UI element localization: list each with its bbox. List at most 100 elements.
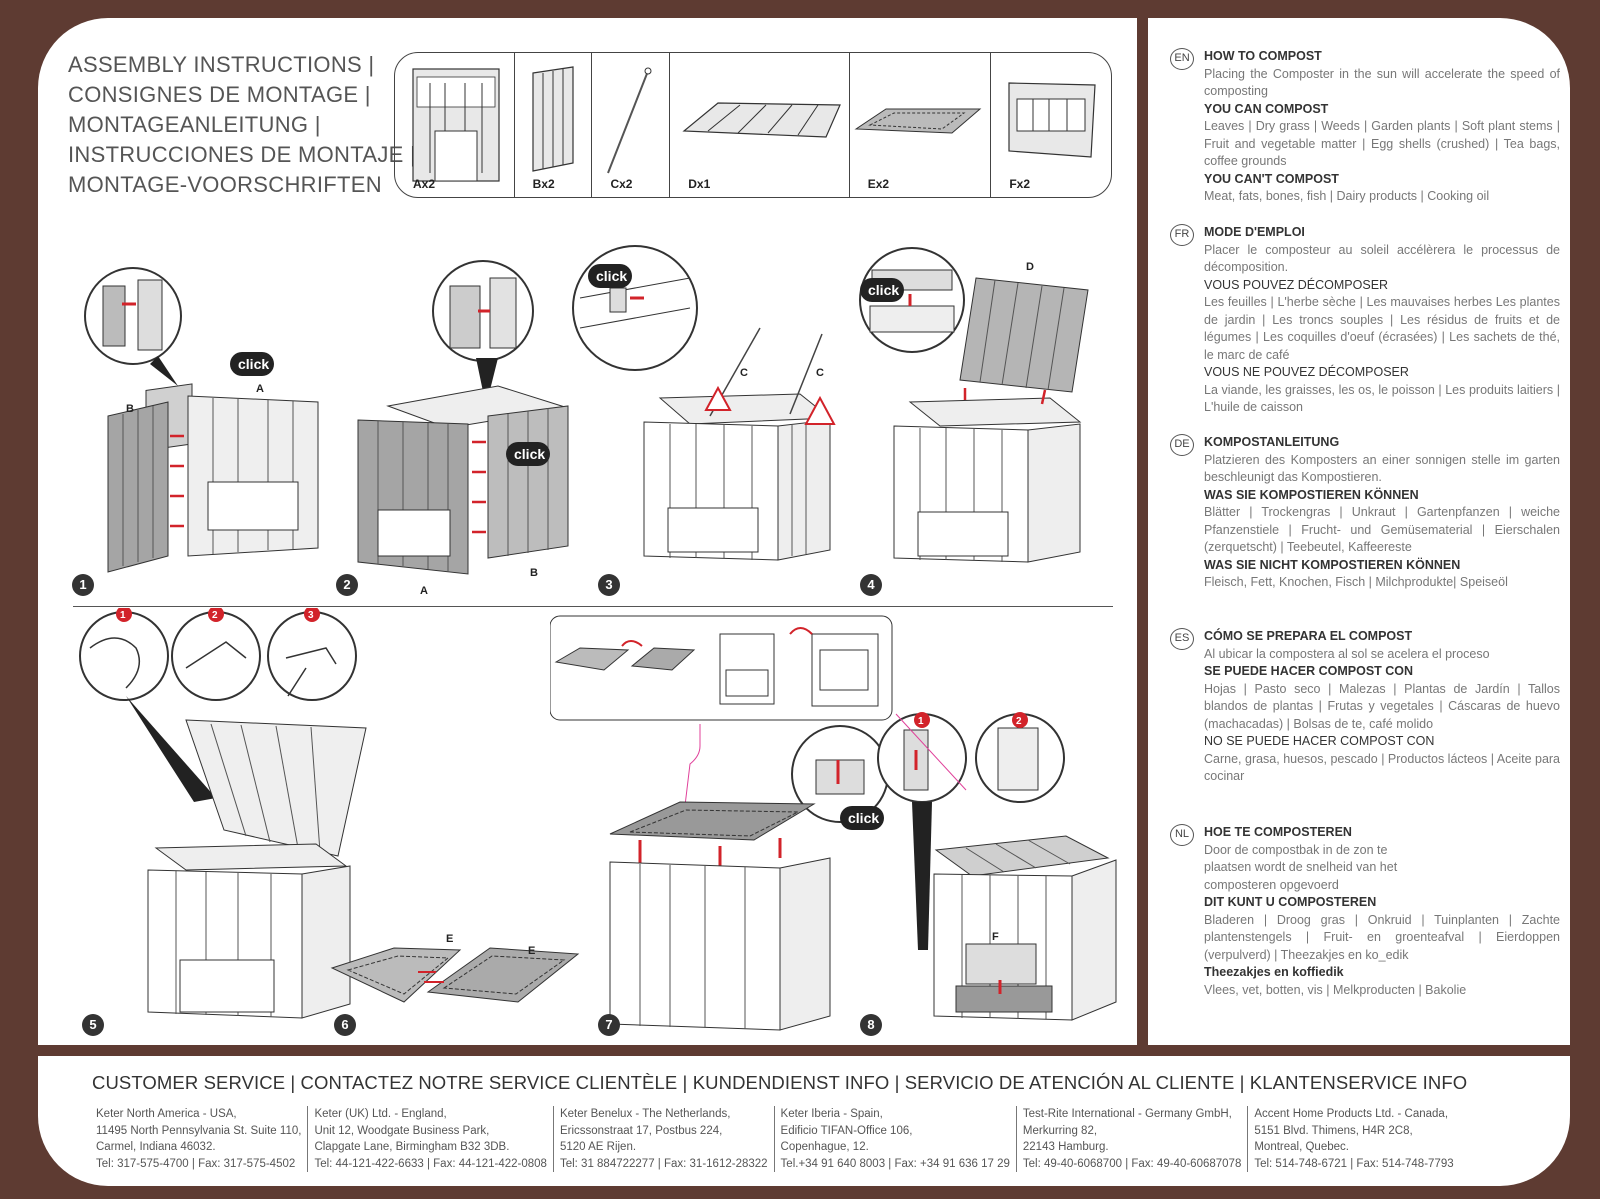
part-d: Dx1 <box>670 53 850 197</box>
rod-icon <box>607 67 652 174</box>
label-b: B <box>530 567 538 579</box>
footer-heading: CUSTOMER SERVICE | CONTACTEZ NOTRE SERVI… <box>92 1072 1468 1093</box>
section-heading: KOMPOSTANLEITUNG <box>1204 435 1340 449</box>
title-line: MONTAGEANLEITUNG | <box>68 112 321 137</box>
step-8-illustration: 1 2 F <box>877 712 1117 1021</box>
cant-list: Vlees, vet, botten, vis | Melkproducten … <box>1204 982 1467 997</box>
section-intro: Platzieren des Komposters an einer sonni… <box>1204 452 1560 485</box>
part-e: Ex2 <box>850 53 992 197</box>
label-f: F <box>992 931 999 943</box>
substep-number: 1 <box>120 610 126 621</box>
step-number: 7 <box>598 1014 620 1036</box>
part-a: Ax2 <box>395 53 515 197</box>
click-label: click <box>238 356 269 372</box>
click-label: click <box>848 810 879 826</box>
contact-usa: Keter North America - USA,11495 North Pe… <box>90 1106 309 1172</box>
title-line: MONTAGE-VOORSCHRIFTEN <box>68 172 382 197</box>
part-label: Fx2 <box>1009 177 1031 191</box>
cant-heading: VOUS NE POUVEZ DÉCOMPOSER <box>1204 365 1409 379</box>
step-number: 4 <box>860 574 882 596</box>
cant-heading: WAS SIE NICHT KOMPOSTIEREN KÖNNEN <box>1204 557 1461 572</box>
part-f: Fx2 <box>991 53 1111 197</box>
contact-canada: Accent Home Products Ltd. - Canada,5151 … <box>1254 1108 1454 1170</box>
label-a: A <box>256 383 264 395</box>
section-heading: HOW TO COMPOST <box>1204 49 1322 63</box>
contact-germany: Test-Rite International - Germany GmbH,M… <box>1017 1106 1249 1172</box>
base-plate-icon <box>854 108 982 134</box>
click-label: click <box>514 446 545 462</box>
click-label: click <box>868 282 899 298</box>
lang-section-es: ES CÓMO SE PREPARA EL COMPOST Al ubicar … <box>1170 628 1560 786</box>
step-number: 1 <box>72 574 94 596</box>
hatch-door-icon <box>1008 82 1096 158</box>
section-heading: MODE D'EMPLOI <box>1204 225 1305 239</box>
lid-icon <box>682 102 842 138</box>
part-label: Ex2 <box>867 177 890 191</box>
substep-number: 2 <box>1016 716 1022 727</box>
step-6-illustration: E E <box>330 933 580 1003</box>
title-line: CONSIGNES DE MONTAGE | <box>68 82 371 107</box>
contact-iberia: Keter Iberia - Spain,Edificio TIFAN-Offi… <box>775 1106 1017 1172</box>
step-number: 6 <box>334 1014 356 1036</box>
cant-list: Meat, fats, bones, fish | Dairy products… <box>1204 189 1490 203</box>
section-intro: Placing the Composter in the sun will ac… <box>1204 66 1560 99</box>
section-heading: CÓMO SE PREPARA EL COMPOST <box>1204 629 1413 643</box>
label-e: E <box>446 933 453 945</box>
language-badge: FR <box>1170 224 1194 246</box>
step-3-illustration: click C C <box>572 245 836 561</box>
section-intro: Al ubicar la compostera al sol se aceler… <box>1204 646 1490 661</box>
part-c: Cx2 <box>592 53 671 197</box>
part-b: Bx2 <box>515 53 593 197</box>
step-5-illustration: 1 2 3 <box>79 608 367 1019</box>
section-heading: HOE TE COMPOSTEREN <box>1204 825 1352 839</box>
substep-number: 2 <box>212 610 218 621</box>
contact-benelux: Keter Benelux - The Netherlands,Ericsson… <box>554 1106 775 1172</box>
can-list: Leaves | Dry grass | Weeds | Garden plan… <box>1204 119 1560 168</box>
step-number: 5 <box>82 1014 104 1036</box>
step-number: 2 <box>336 574 358 596</box>
title-line: INSTRUCCIONES DE MONTAJE | <box>68 142 417 167</box>
part-label: Cx2 <box>610 177 633 191</box>
label-e: E <box>528 945 535 957</box>
can-list: Blätter | Trockengras | Unkraut | Garten… <box>1204 505 1560 554</box>
can-list: Les feuilles | L'herbe sèche | Les mauva… <box>1204 295 1560 362</box>
can-heading: VOUS POUVEZ DÉCOMPOSER <box>1204 277 1389 292</box>
lang-section-de: DE KOMPOSTANLEITUNG Platzieren des Kompo… <box>1170 434 1560 592</box>
side-panel-icon <box>532 66 574 172</box>
assembly-panel: ASSEMBLY INSTRUCTIONS | CONSIGNES DE MON… <box>38 18 1137 1045</box>
contact-uk: Keter (UK) Ltd. - England,Unit 12, Woodg… <box>308 1106 554 1172</box>
step-2-illustration: click A B <box>357 260 569 596</box>
title-line: ASSEMBLY INSTRUCTIONS | <box>68 52 375 77</box>
substep-number: 1 <box>918 716 924 727</box>
can-list: Bladeren | Droog gras | Onkruid | Tuinpl… <box>1204 912 1560 962</box>
part-label: Dx1 <box>688 177 711 191</box>
section-intro: Door de compostbak in de zon te plaatsen… <box>1204 842 1398 892</box>
lang-section-fr: FR MODE D'EMPLOI Placer le composteur au… <box>1170 224 1560 417</box>
can-heading: WAS SIE KOMPOSTIEREN KÖNNEN <box>1204 487 1419 502</box>
can-heading: YOU CAN COMPOST <box>1204 101 1329 116</box>
label-c: C <box>816 367 824 379</box>
language-badge: NL <box>1170 824 1194 846</box>
cant-heading: YOU CAN'T COMPOST <box>1204 171 1339 186</box>
step-number: 3 <box>598 574 620 596</box>
compost-guide-panel: EN HOW TO COMPOST Placing the Composter … <box>1148 18 1570 1045</box>
page-title: ASSEMBLY INSTRUCTIONS | CONSIGNES DE MON… <box>68 50 416 200</box>
cant-heading: NO SE PUEDE HACER COMPOST CON <box>1204 734 1435 748</box>
label-d: D <box>1026 261 1034 273</box>
can-heading: DIT KUNT U COMPOSTEREN <box>1204 895 1377 909</box>
step-7-illustration: click <box>550 615 893 1031</box>
click-label: click <box>596 268 627 284</box>
language-badge: ES <box>1170 628 1194 650</box>
language-badge: DE <box>1170 434 1194 456</box>
cant-heading: Theezakjes en koffiedik <box>1204 965 1344 979</box>
customer-service-footer: CUSTOMER SERVICE | CONTACTEZ NOTRE SERVI… <box>38 1056 1570 1186</box>
step-1-illustration: click B A <box>84 267 319 573</box>
can-list: Hojas | Pasto seco | Malezas | Plantas d… <box>1204 681 1560 731</box>
label-a: A <box>420 585 428 596</box>
step-4-illustration: click D <box>859 247 1089 563</box>
can-heading: SE PUEDE HACER COMPOST CON <box>1204 664 1414 678</box>
label-c: C <box>740 367 748 379</box>
label-b: B <box>126 403 134 415</box>
contact-columns: Keter North America - USA,11495 North Pe… <box>90 1106 1460 1172</box>
wall-panel-with-door-icon <box>412 68 500 182</box>
